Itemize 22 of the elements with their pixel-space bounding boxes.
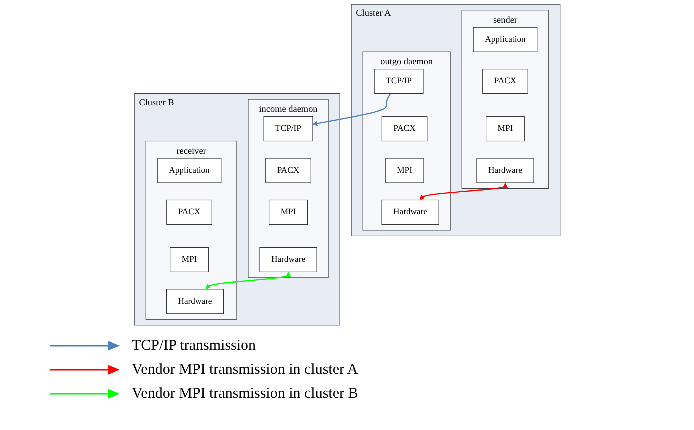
node-box: TCP/IP [374,69,424,94]
node-box: PACX [166,200,212,225]
arrow [205,272,291,290]
arrow [312,93,391,126]
node-box: Application [472,27,538,52]
node-box: PACX [482,69,528,94]
node-box: Application [156,158,222,184]
node-box: MPI [170,247,208,272]
node-box: Hardware [476,158,534,184]
node-box: PACX [381,116,428,142]
arrow [420,182,508,200]
node-box: Hardware [166,289,224,314]
legend-text: Vendor MPI transmission in cluster A [132,362,358,378]
node-box: PACX [265,158,311,184]
node-box: Hardware [259,247,317,272]
node-box: TCP/IP [263,116,313,142]
node-box: Hardware [381,200,439,225]
node-box: MPI [384,158,424,184]
node-box: MPI [268,200,308,225]
legend-text: TCP/IP transmission [132,338,256,354]
node-box: MPI [486,116,524,142]
legend-text: Vendor MPI transmission in cluster B [132,386,358,402]
